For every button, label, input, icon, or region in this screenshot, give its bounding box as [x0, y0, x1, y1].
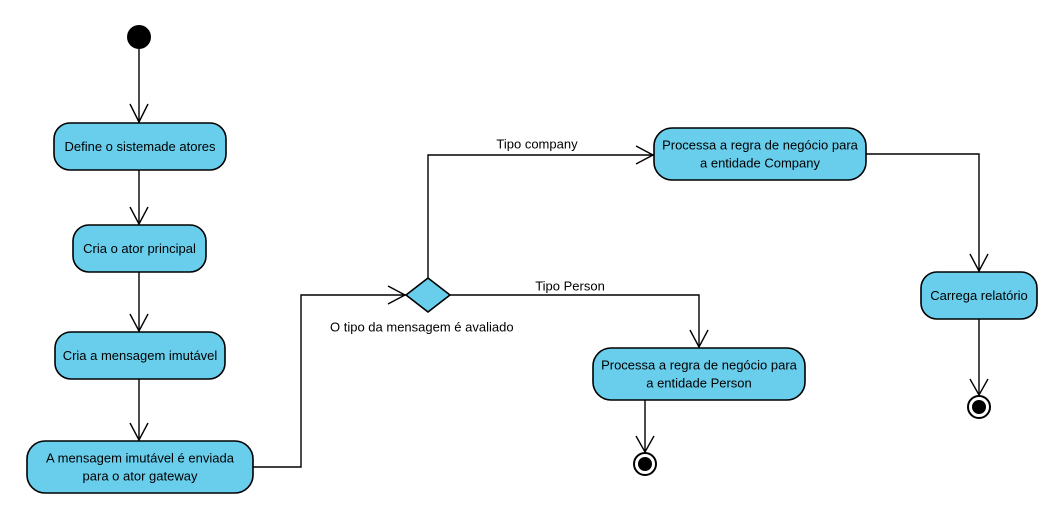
- final-node-person[interactable]: [633, 452, 657, 476]
- edge-relatorio-to-final: [969, 319, 989, 397]
- activity-cria-ator[interactable]: Cria o ator principal: [72, 224, 207, 273]
- activity-cria-mensagem[interactable]: Cria a mensagem imutável: [54, 331, 226, 380]
- decision-note-label: O tipo da mensagem é avaliado: [330, 319, 514, 334]
- edge-initial-to-define: [129, 49, 149, 124]
- edge-label-tipo-company: Tipo company: [496, 136, 578, 151]
- activity-mensagem-gateway[interactable]: A mensagem imutável é enviada para o ato…: [26, 440, 254, 494]
- initial-node[interactable]: [127, 25, 151, 49]
- activity-processa-person[interactable]: Processa a regra de negócio para a entid…: [592, 347, 806, 401]
- activity-define-sistema[interactable]: Define o sistemade atores: [53, 122, 227, 171]
- edge-gateway-to-decision: [253, 285, 407, 468]
- edge-label-tipo-person: Tipo Person: [535, 278, 605, 293]
- edge-criaator-to-criamensagem: [129, 272, 149, 333]
- decision-node-tipo-mensagem[interactable]: [404, 276, 452, 314]
- edge-person-to-final: [635, 400, 655, 454]
- edge-decision-to-person: [450, 294, 709, 349]
- edge-criamensagem-to-gateway: [129, 379, 149, 442]
- edge-company-to-relatorio: [866, 153, 989, 273]
- final-node-relatorio[interactable]: [967, 395, 991, 419]
- activity-carrega-relatorio[interactable]: Carrega relatório: [920, 271, 1038, 320]
- edge-define-to-criaator: [129, 170, 149, 226]
- edge-decision-to-company: [427, 145, 655, 278]
- activity-processa-company[interactable]: Processa a regra de negócio para a entid…: [653, 127, 867, 181]
